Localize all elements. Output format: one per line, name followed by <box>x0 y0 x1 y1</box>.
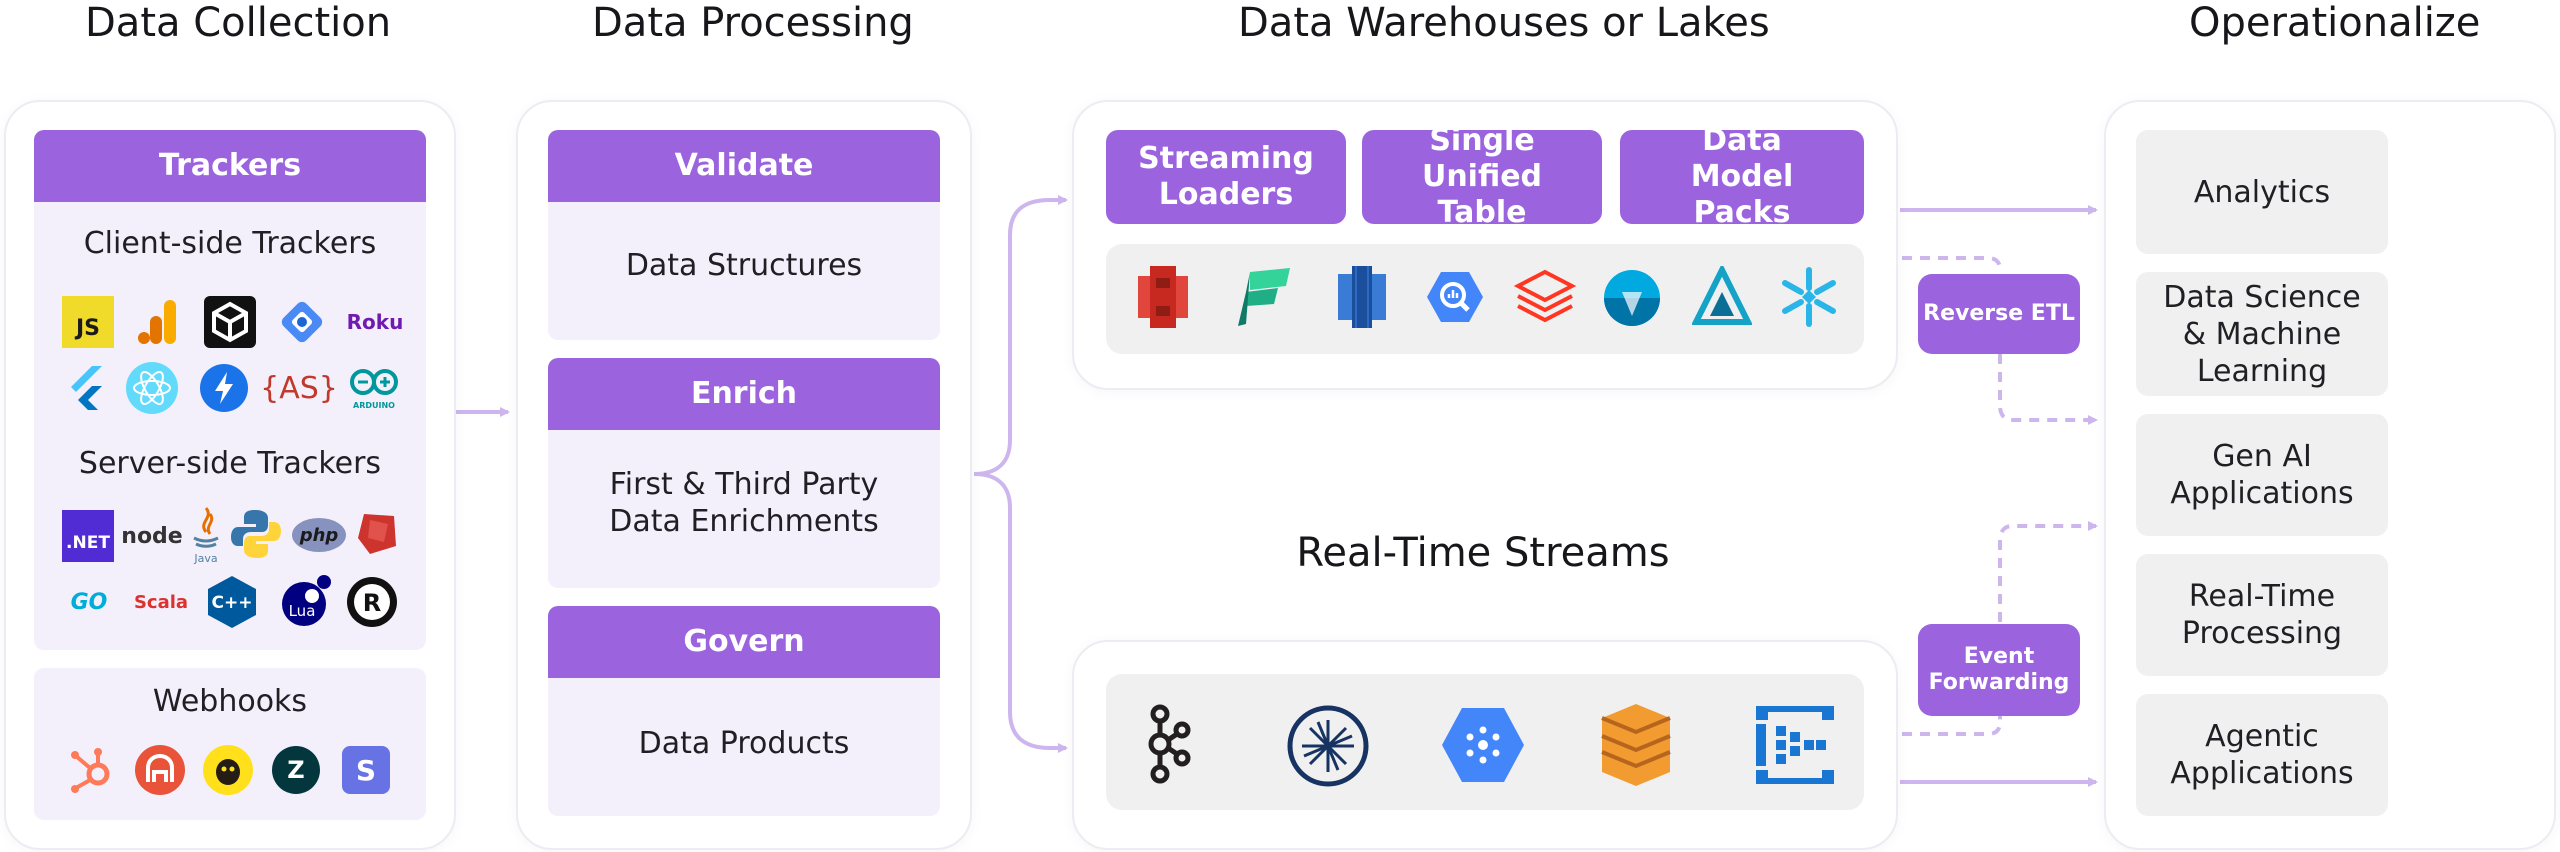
zendesk-icon: Z <box>272 746 320 794</box>
go-icon: GO <box>58 580 120 624</box>
dotnet-icon-label: .NET <box>66 533 110 553</box>
roku-icon: Roku <box>342 300 408 344</box>
arrow-processing-to-storage <box>973 195 1068 476</box>
govern-body: Data Products <box>638 725 850 761</box>
hubspot-icon <box>71 748 110 793</box>
validate-header: Validate <box>548 130 940 202</box>
ops-item-analytics: Analytics <box>2136 130 2388 254</box>
govern-header: Govern <box>548 606 940 678</box>
ops-item-gen-ai: Gen AI Applications <box>2136 414 2388 536</box>
delta-lake-icon <box>1604 270 1660 326</box>
lightning-icon <box>200 364 248 412</box>
column-title-processing: Data Processing <box>592 0 914 46</box>
scala-icon-label: Scala <box>133 591 189 613</box>
arrow-reverse-etl <box>1902 256 2002 272</box>
event-forwarding-badge: Event Forwarding <box>1918 624 2080 716</box>
go-icon-label: GO <box>70 589 108 615</box>
nodejs-icon-label: node <box>121 523 183 549</box>
column-title-warehouses: Data Warehouses or Lakes <box>1238 0 1770 46</box>
ops-item-real-time-processing: Real-Time Processing <box>2136 554 2388 676</box>
cpp-icon: C++ <box>208 576 256 628</box>
single-unified-table-button: Single Unified Table <box>1362 123 1602 230</box>
event-hubs-icon <box>1756 706 1834 784</box>
react-native-icon <box>126 362 178 414</box>
enrich-body: First & Third Party Data Enrichments <box>609 467 879 539</box>
python-icon <box>231 510 281 558</box>
fabric-icon <box>1238 268 1290 326</box>
actionscript-icon: {AS} <box>260 362 338 414</box>
trackers-header: Trackers <box>34 130 426 202</box>
unity-icon <box>204 296 256 348</box>
arrow-event-forwarding <box>1902 716 2002 736</box>
s-logo-icon: S <box>342 746 390 794</box>
lua-icon-label: Lua <box>289 602 316 620</box>
data-model-packs-button: Data Model Packs <box>1620 123 1864 230</box>
kinesis-icon <box>1601 704 1671 786</box>
dynamodb-icon <box>1338 266 1386 328</box>
column-title-operationalize: Operationalize <box>2189 0 2481 46</box>
pubsub-icon <box>1442 708 1524 782</box>
streaming-loaders-button: Streaming Loaders <box>1106 130 1346 224</box>
client-side-trackers-title: Client-side Trackers <box>83 226 377 261</box>
scala-icon: Scala <box>126 580 196 624</box>
arduino-icon-label: ARDUINO <box>353 401 395 410</box>
server-side-trackers-title: Server-side Trackers <box>78 446 382 481</box>
snowflake-icon <box>1782 267 1836 327</box>
php-icon: php <box>292 518 346 552</box>
lua-icon: Lua <box>282 575 331 626</box>
a-logo-icon <box>135 745 185 795</box>
mailchimp-icon <box>203 745 253 795</box>
actionscript-icon-label: {AS} <box>260 370 338 406</box>
databricks-icon <box>1514 269 1576 323</box>
ops-item-data-science: Data Science & Machine Learning <box>2136 272 2388 396</box>
s-logo-icon-label: S <box>355 753 377 787</box>
roku-icon-label: Roku <box>346 310 404 334</box>
ruby-icon <box>358 514 396 554</box>
azure-synapse-icon <box>1692 266 1752 325</box>
enrich-header: Enrich <box>548 358 940 430</box>
validate-body: Data Structures <box>625 247 863 283</box>
column-title-collection: Data Collection <box>85 0 392 46</box>
nodejs-icon: node <box>121 510 183 562</box>
flutter-icon <box>71 366 102 410</box>
javascript-icon: JS <box>62 296 114 348</box>
php-icon-label: php <box>299 524 339 546</box>
javascript-icon-label: JS <box>75 315 101 341</box>
rust-icon-label: R <box>363 589 381 617</box>
confluent-icon <box>1287 705 1369 787</box>
java-icon: Java <box>193 507 219 565</box>
webhooks-title: Webhooks <box>152 684 308 719</box>
google-tag-manager-icon <box>281 301 323 343</box>
cpp-icon-label: C++ <box>212 593 253 613</box>
java-icon-label: Java <box>193 552 217 565</box>
redshift-icon <box>1138 266 1188 328</box>
bigquery-icon <box>1427 272 1483 322</box>
analytics-bars-icon <box>138 300 176 344</box>
reverse-etl-badge: Reverse ETL <box>1918 274 2080 354</box>
ops-item-agentic: Agentic Applications <box>2136 694 2388 816</box>
real-time-streams-title: Real-Time Streams <box>1296 530 1670 576</box>
rust-icon: R <box>347 577 397 627</box>
arduino-icon: ARDUINO <box>350 369 398 410</box>
kafka-icon <box>1148 704 1191 784</box>
zendesk-icon-label: Z <box>287 756 305 784</box>
dotnet-icon: .NET <box>62 510 114 562</box>
